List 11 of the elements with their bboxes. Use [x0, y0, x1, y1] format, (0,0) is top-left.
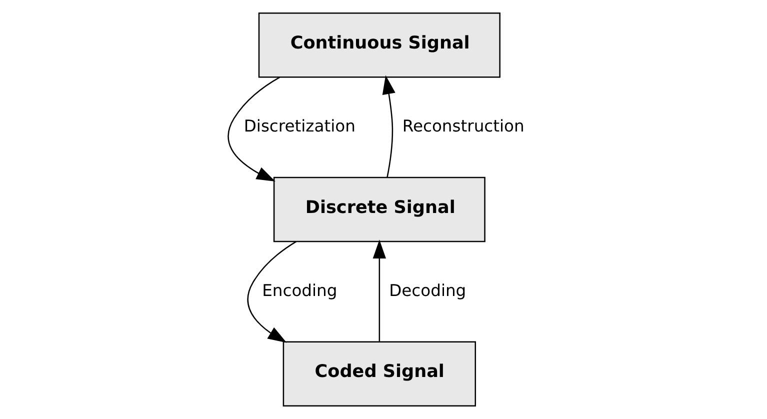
node-box: Continuous Signal — [258, 12, 500, 78]
edge-label: Decoding — [388, 280, 466, 300]
arrow — [372, 240, 386, 342]
edge-label: Discretization — [243, 116, 355, 136]
node-box: Discrete Signal — [272, 176, 485, 242]
arrow — [382, 75, 395, 178]
node-box: Coded Signal — [282, 341, 476, 406]
edge-label: Encoding — [262, 280, 337, 300]
arrow — [246, 241, 296, 343]
edge-label: Reconstruction — [402, 116, 524, 136]
arrow — [227, 76, 280, 182]
